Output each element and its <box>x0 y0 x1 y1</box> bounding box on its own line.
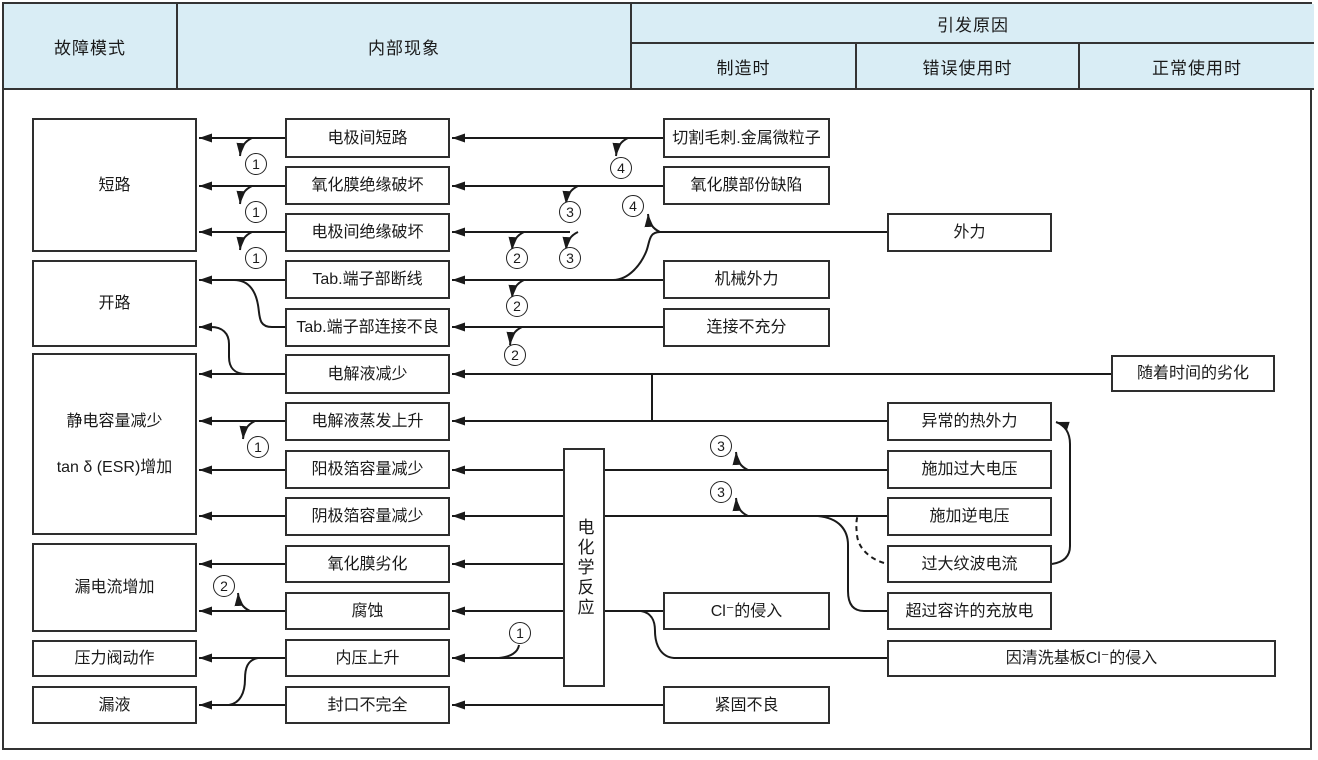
phen-seal-incomplete: 封口不完全 <box>285 686 450 724</box>
phen-electrolyte-decrease: 电解液减少 <box>285 354 450 394</box>
header-sub-manufacturing: 制造时 <box>632 44 857 88</box>
phen-internal-pressure-rise: 内压上升 <box>285 639 450 677</box>
cause-insufficient-connection: 连接不充分 <box>663 308 830 347</box>
connector-number-3: 3 <box>559 201 581 223</box>
cause-board-cleaning-cl: 因清洗基板Cl⁻的侵入 <box>887 640 1276 677</box>
connector-number-1: 1 <box>247 436 269 458</box>
failure-open-circuit: 开路 <box>32 260 197 347</box>
connector-number-1: 1 <box>245 247 267 269</box>
phen-electrode-short: 电极间短路 <box>285 118 450 158</box>
cause-reverse-voltage: 施加逆电压 <box>887 497 1052 536</box>
connector-number-2: 2 <box>506 247 528 269</box>
header-failure-mode: 故障模式 <box>4 4 178 88</box>
cause-mechanical-force: 机械外力 <box>663 260 830 299</box>
cause-bad-tightening: 紧固不良 <box>663 686 830 724</box>
connector-number-1: 1 <box>245 201 267 223</box>
table-frame <box>2 2 1312 750</box>
phen-tab-wire-break: Tab.端子部断线 <box>285 260 450 299</box>
phen-oxide-insulation-break: 氧化膜绝缘破坏 <box>285 166 450 205</box>
header-sub-misuse: 错误使用时 <box>857 44 1080 88</box>
cause-cl-intrusion: Cl⁻的侵入 <box>663 592 830 630</box>
phen-corrosion: 腐蚀 <box>285 592 450 630</box>
connector-number-4: 4 <box>610 157 632 179</box>
failure-liquid-leak: 漏液 <box>32 686 197 724</box>
phen-cathode-foil-capacity: 阴极箔容量减少 <box>285 497 450 536</box>
cause-over-charge-discharge: 超过容许的充放电 <box>887 592 1052 630</box>
cause-oxide-partial-defect: 氧化膜部份缺陷 <box>663 166 830 205</box>
connector-number-3: 3 <box>559 247 581 269</box>
failure-capacitance-esr: 静电容量减少 tan δ (ESR)增加 <box>32 353 197 535</box>
header-cause: 引发原因 <box>632 4 1314 44</box>
header-sub-normal-use: 正常使用时 <box>1080 44 1314 88</box>
electrochemical-reaction: 电化学反应 <box>563 448 605 687</box>
phen-anode-foil-capacity: 阳极箔容量减少 <box>285 450 450 489</box>
connector-number-2: 2 <box>213 575 235 597</box>
cause-aging-over-time: 随着时间的劣化 <box>1111 355 1275 392</box>
cause-excessive-ripple: 过大纹波电流 <box>887 545 1052 583</box>
connector-number-3: 3 <box>710 481 732 503</box>
connector-number-4: 4 <box>622 195 644 217</box>
cause-excessive-voltage: 施加过大电压 <box>887 450 1052 489</box>
failure-pressure-valve: 压力阀动作 <box>32 640 197 677</box>
phen-electrolyte-evaporation: 电解液蒸发上升 <box>285 402 450 441</box>
failure-leakage-current: 漏电流增加 <box>32 543 197 632</box>
connector-number-2: 2 <box>504 344 526 366</box>
phen-tab-bad-connection: Tab.端子部连接不良 <box>285 308 450 347</box>
cause-abnormal-heat: 异常的热外力 <box>887 402 1052 441</box>
header-internal-phenomenon: 内部现象 <box>178 4 632 88</box>
connector-number-1: 1 <box>245 153 267 175</box>
connector-number-2: 2 <box>506 295 528 317</box>
failure-short-circuit: 短路 <box>32 118 197 252</box>
header-divider <box>4 88 1314 90</box>
phen-oxide-degradation: 氧化膜劣化 <box>285 545 450 583</box>
connector-number-1: 1 <box>509 622 531 644</box>
connector-number-3: 3 <box>710 435 732 457</box>
cause-external-force: 外力 <box>887 213 1052 252</box>
cause-burr-metal-particles: 切割毛刺.金属微粒子 <box>663 118 830 158</box>
phen-electrode-insulation-break: 电极间绝缘破坏 <box>285 213 450 252</box>
